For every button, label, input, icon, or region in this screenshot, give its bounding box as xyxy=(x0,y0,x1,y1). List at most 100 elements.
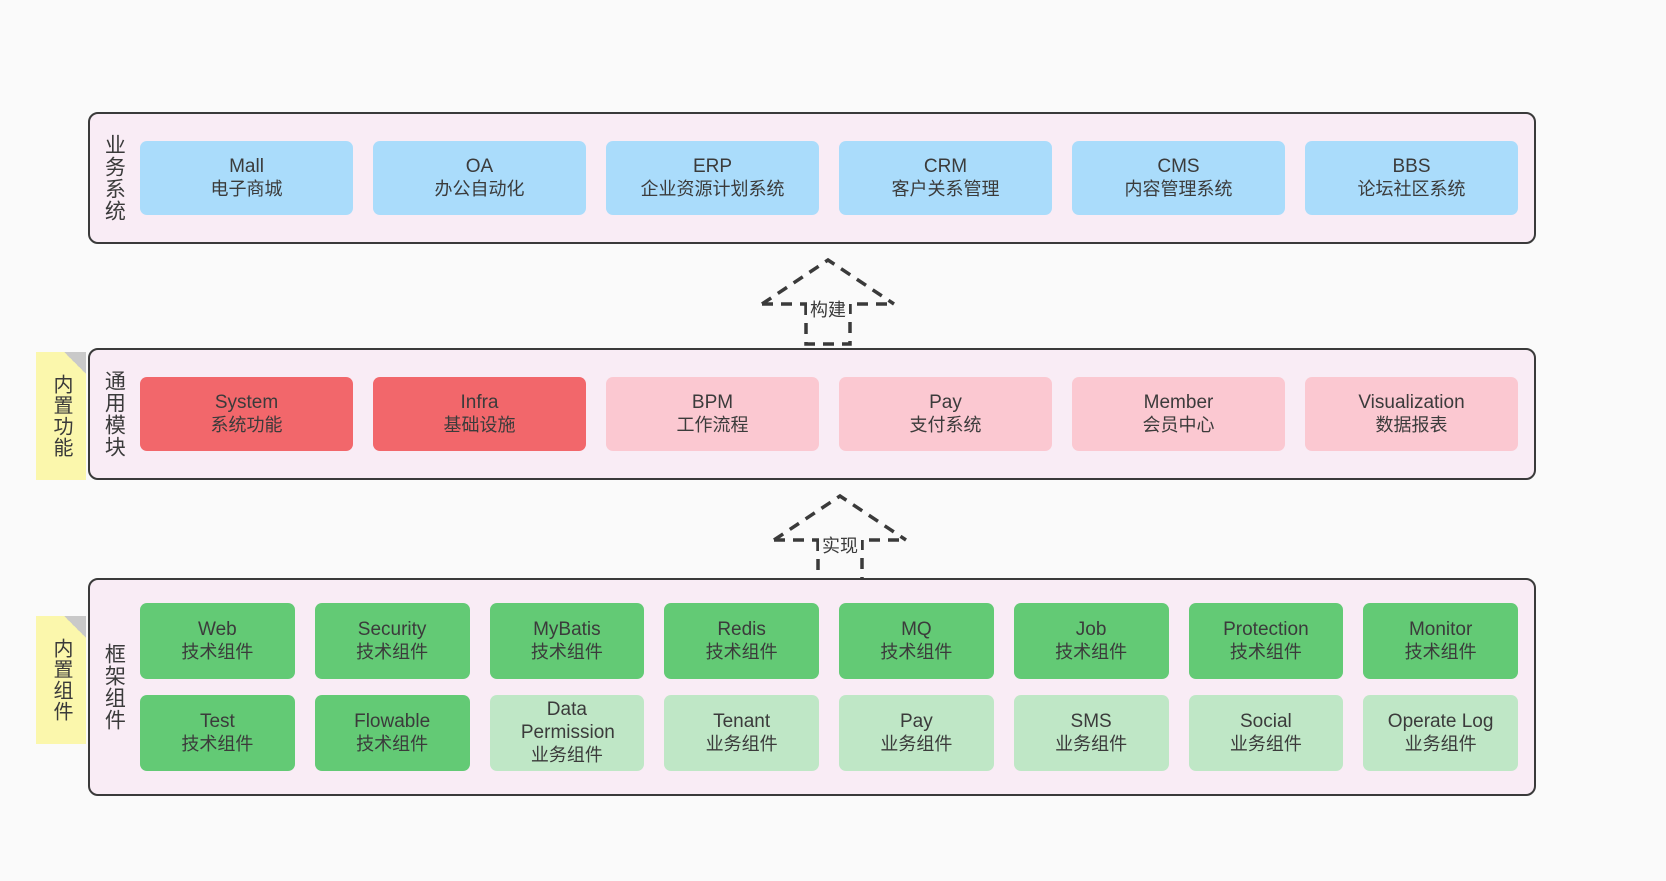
box-flowable[interactable]: Flowable 技术组件 xyxy=(314,695,470,771)
box-subtitle: 论坛社区系统 xyxy=(1357,178,1466,199)
box-title: System xyxy=(214,391,279,413)
connector-build: 构建 xyxy=(760,257,896,346)
connector-label-build: 构建 xyxy=(807,296,849,322)
box-crm[interactable]: CRM 客户关系管理 xyxy=(839,141,1052,215)
box-subtitle: 会员中心 xyxy=(1142,414,1215,435)
box-social[interactable]: Social 业务组件 xyxy=(1188,695,1344,771)
arrowhead-open-triangle xyxy=(761,257,895,306)
box-subtitle: 办公自动化 xyxy=(434,178,525,199)
box-mq[interactable]: MQ 技术组件 xyxy=(839,603,994,679)
box-infra[interactable]: Infra 基础设施 xyxy=(373,377,586,451)
box-visualization[interactable]: Visualization 数据报表 xyxy=(1305,377,1518,451)
box-subtitle: 业务组件 xyxy=(705,733,778,754)
arrowhead-open-triangle xyxy=(773,493,907,542)
layer-framework-components: 框架组件 Web 技术组件 Security 技术组件 MyBatis 技术组件… xyxy=(88,578,1536,796)
box-mall[interactable]: Mall 电子商城 xyxy=(140,141,353,215)
box-subtitle: 技术组件 xyxy=(530,641,603,662)
box-title: Mall xyxy=(229,155,264,177)
box-title: Flowable xyxy=(354,710,431,732)
connector-realize: 实现 xyxy=(772,493,908,582)
box-test[interactable]: Test 技术组件 xyxy=(140,695,295,771)
box-sms[interactable]: SMS 业务组件 xyxy=(1013,695,1169,771)
box-subtitle: 技术组件 xyxy=(1055,641,1128,662)
box-data-permission[interactable]: Data Permission 业务组件 xyxy=(489,695,645,771)
box-security[interactable]: Security 技术组件 xyxy=(314,603,470,679)
box-pay-component[interactable]: Pay 业务组件 xyxy=(839,695,994,771)
box-cms[interactable]: CMS 内容管理系统 xyxy=(1072,141,1285,215)
box-title: Monitor xyxy=(1408,618,1473,640)
box-title: ERP xyxy=(692,155,733,177)
box-tenant[interactable]: Tenant 业务组件 xyxy=(664,695,819,771)
box-title: CRM xyxy=(923,155,968,177)
box-subtitle: 业务组件 xyxy=(1404,733,1477,754)
box-title: BBS xyxy=(1392,155,1431,177)
box-subtitle: 技术组件 xyxy=(356,641,429,662)
layer-label-business-systems: 业务系统 xyxy=(102,134,126,222)
box-subtitle: 系统功能 xyxy=(210,414,283,435)
box-subtitle: 企业资源计划系统 xyxy=(640,178,785,199)
box-protection[interactable]: Protection 技术组件 xyxy=(1188,603,1344,679)
sticky-note-builtin-features: 内置功能 xyxy=(36,352,86,480)
box-title: Operate Log xyxy=(1387,710,1494,732)
box-subtitle: 技术组件 xyxy=(181,733,254,754)
box-title: Test xyxy=(199,710,235,732)
box-oa[interactable]: OA 办公自动化 xyxy=(373,141,586,215)
box-title: MyBatis xyxy=(533,618,601,640)
box-title: BPM xyxy=(691,391,734,413)
box-title: Security xyxy=(357,618,427,640)
box-subtitle: 业务组件 xyxy=(1055,733,1128,754)
layer-label-common-modules: 通用模块 xyxy=(102,370,126,458)
box-redis[interactable]: Redis 技术组件 xyxy=(664,603,819,679)
box-title: Visualization xyxy=(1358,391,1465,413)
box-subtitle: 技术组件 xyxy=(356,733,429,754)
box-title: Tenant xyxy=(713,710,771,732)
box-subtitle: 技术组件 xyxy=(1229,641,1302,662)
box-web[interactable]: Web 技术组件 xyxy=(140,603,295,679)
connector-label-realize: 实现 xyxy=(819,532,861,558)
row-tech-components: Web 技术组件 Security 技术组件 MyBatis 技术组件 Redi… xyxy=(140,603,1518,679)
row-business-systems: Mall 电子商城 OA 办公自动化 ERP 企业资源计划系统 CRM 客户关系… xyxy=(140,141,1518,215)
box-title: Pay xyxy=(929,391,962,413)
box-monitor[interactable]: Monitor 技术组件 xyxy=(1363,603,1518,679)
box-title: Redis xyxy=(717,618,766,640)
box-bbs[interactable]: BBS 论坛社区系统 xyxy=(1305,141,1518,215)
box-job[interactable]: Job 技术组件 xyxy=(1013,603,1169,679)
box-subtitle: 技术组件 xyxy=(880,641,953,662)
box-subtitle: 业务组件 xyxy=(880,733,953,754)
box-subtitle: 技术组件 xyxy=(705,641,778,662)
box-title: Infra xyxy=(460,391,499,413)
box-subtitle: 业务组件 xyxy=(1229,733,1302,754)
box-system[interactable]: System 系统功能 xyxy=(140,377,353,451)
box-member[interactable]: Member 会员中心 xyxy=(1072,377,1285,451)
layer-business-systems: 业务系统 Mall 电子商城 OA 办公自动化 ERP 企业资源计划系统 CRM… xyxy=(88,112,1536,244)
box-title: OA xyxy=(465,155,494,177)
row-common-modules: System 系统功能 Infra 基础设施 BPM 工作流程 Pay 支付系统… xyxy=(140,377,1518,451)
layer-body-framework-components: Web 技术组件 Security 技术组件 MyBatis 技术组件 Redi… xyxy=(136,580,1534,794)
box-operate-log[interactable]: Operate Log 业务组件 xyxy=(1363,695,1518,771)
box-bpm[interactable]: BPM 工作流程 xyxy=(606,377,819,451)
box-subtitle: 支付系统 xyxy=(909,414,982,435)
box-subtitle: 数据报表 xyxy=(1375,414,1448,435)
box-title: CMS xyxy=(1157,155,1200,177)
box-subtitle: 内容管理系统 xyxy=(1124,178,1233,199)
box-title: SMS xyxy=(1070,710,1112,732)
box-subtitle: 工作流程 xyxy=(676,414,749,435)
box-erp[interactable]: ERP 企业资源计划系统 xyxy=(606,141,819,215)
sticky-note-builtin-components: 内置组件 xyxy=(36,616,86,744)
box-title: Data Permission xyxy=(520,699,615,744)
box-title: Protection xyxy=(1223,618,1309,640)
box-title: Pay xyxy=(900,710,933,732)
box-subtitle: 技术组件 xyxy=(1404,641,1477,662)
box-mybatis[interactable]: MyBatis 技术组件 xyxy=(489,603,645,679)
box-subtitle: 电子商城 xyxy=(210,178,283,199)
layer-body-business-systems: Mall 电子商城 OA 办公自动化 ERP 企业资源计划系统 CRM 客户关系… xyxy=(136,114,1534,242)
arrow-shaft xyxy=(804,304,852,346)
box-title: Member xyxy=(1143,391,1214,413)
box-title: MQ xyxy=(901,618,932,640)
box-subtitle: 客户关系管理 xyxy=(891,178,1000,199)
box-pay-module[interactable]: Pay 支付系统 xyxy=(839,377,1052,451)
box-subtitle: 业务组件 xyxy=(530,745,603,765)
box-subtitle: 技术组件 xyxy=(181,641,254,662)
box-title: Social xyxy=(1240,710,1292,732)
